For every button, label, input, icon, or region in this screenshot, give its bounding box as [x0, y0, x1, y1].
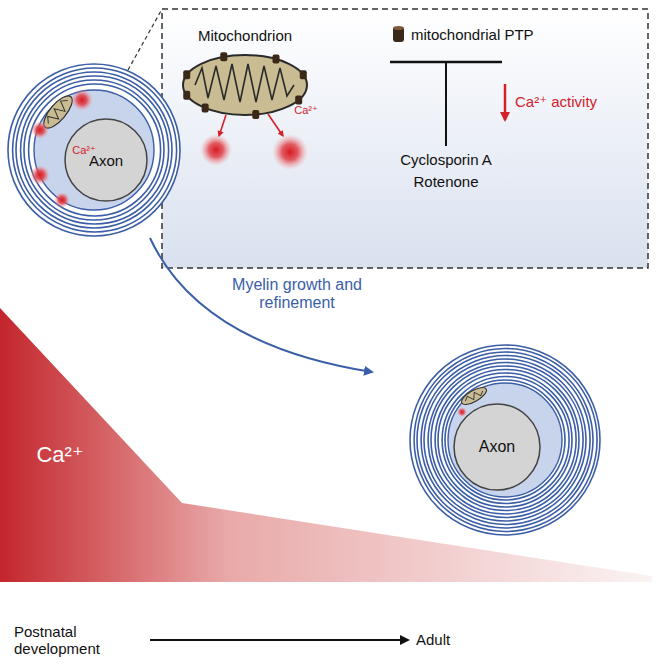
myelin-ring — [428, 363, 583, 518]
time-arrow — [150, 639, 408, 641]
ptp-label: mitochondrial PTP — [411, 26, 534, 43]
growth-label: Myelin growth and refinement — [207, 276, 387, 313]
ptp-dot — [300, 70, 307, 79]
inset-box — [162, 9, 648, 268]
myelin-sheath — [410, 345, 600, 535]
axon-circle: Axon — [64, 118, 148, 202]
mitochondrion — [183, 55, 307, 115]
ptp-dots — [183, 52, 307, 119]
axon-circle: Axon — [453, 403, 541, 491]
calcium-glow — [31, 121, 49, 139]
myelin-ring — [431, 366, 579, 514]
calcium-label: Ca²⁺ — [36, 442, 83, 467]
decrease-arrow — [504, 84, 507, 120]
myelin-ring — [445, 380, 565, 500]
zoom-line — [128, 9, 162, 70]
myelin-ring — [424, 359, 586, 521]
axon-label: Axon — [479, 438, 515, 456]
myelin-ring — [417, 352, 593, 528]
myelin-ring — [435, 370, 576, 511]
calcium-glow — [30, 165, 50, 185]
activity-label: Ca²⁺ activity — [515, 93, 597, 110]
ptp-dot — [183, 70, 190, 79]
myelin-ring — [410, 345, 600, 535]
mitochondrion-label: Mitochondrion — [198, 27, 292, 44]
inhibitor-label: Rotenone — [413, 173, 478, 190]
mitochondrion-small — [459, 384, 489, 408]
myelin-ring — [442, 377, 569, 504]
calcium-gradient — [0, 308, 652, 582]
ptp-dot — [252, 110, 259, 119]
myelin-ring — [16, 72, 172, 228]
ptp-dot — [273, 55, 280, 64]
myelin-ring — [8, 64, 180, 236]
myelin-ring — [13, 68, 177, 232]
calcium-label: Ca²⁺ — [72, 144, 96, 157]
myelin-ring — [421, 356, 590, 525]
release-arrow — [268, 114, 283, 136]
myelin-ring — [438, 373, 572, 507]
ptp-icon — [393, 26, 404, 30]
ptp-dot — [220, 52, 227, 61]
calcium-label: Ca²⁺ — [294, 104, 318, 117]
myelin-ring — [21, 76, 169, 224]
ptp-dot — [295, 96, 302, 105]
time-label: Postnatal development — [14, 623, 114, 658]
myelin-ring — [24, 80, 164, 220]
myelin-ring — [414, 349, 597, 532]
ptp-dot — [183, 91, 190, 100]
ptp-icon — [393, 27, 404, 42]
cytoplasm — [34, 90, 154, 210]
calcium-glow — [71, 89, 93, 111]
ptp-dot — [202, 103, 209, 112]
inhibition-line — [445, 62, 447, 146]
myelin-sheath — [8, 64, 180, 236]
calcium-glow — [200, 134, 232, 166]
myelin-ring — [29, 84, 161, 216]
calcium-glow — [54, 192, 70, 208]
cytoplasm — [448, 383, 562, 497]
release-arrow — [219, 115, 226, 136]
calcium-glow — [272, 134, 308, 170]
calcium-glow — [457, 407, 467, 417]
time-label: Adult — [416, 631, 450, 648]
inhibitor-label: Cyclosporin A — [400, 151, 492, 168]
